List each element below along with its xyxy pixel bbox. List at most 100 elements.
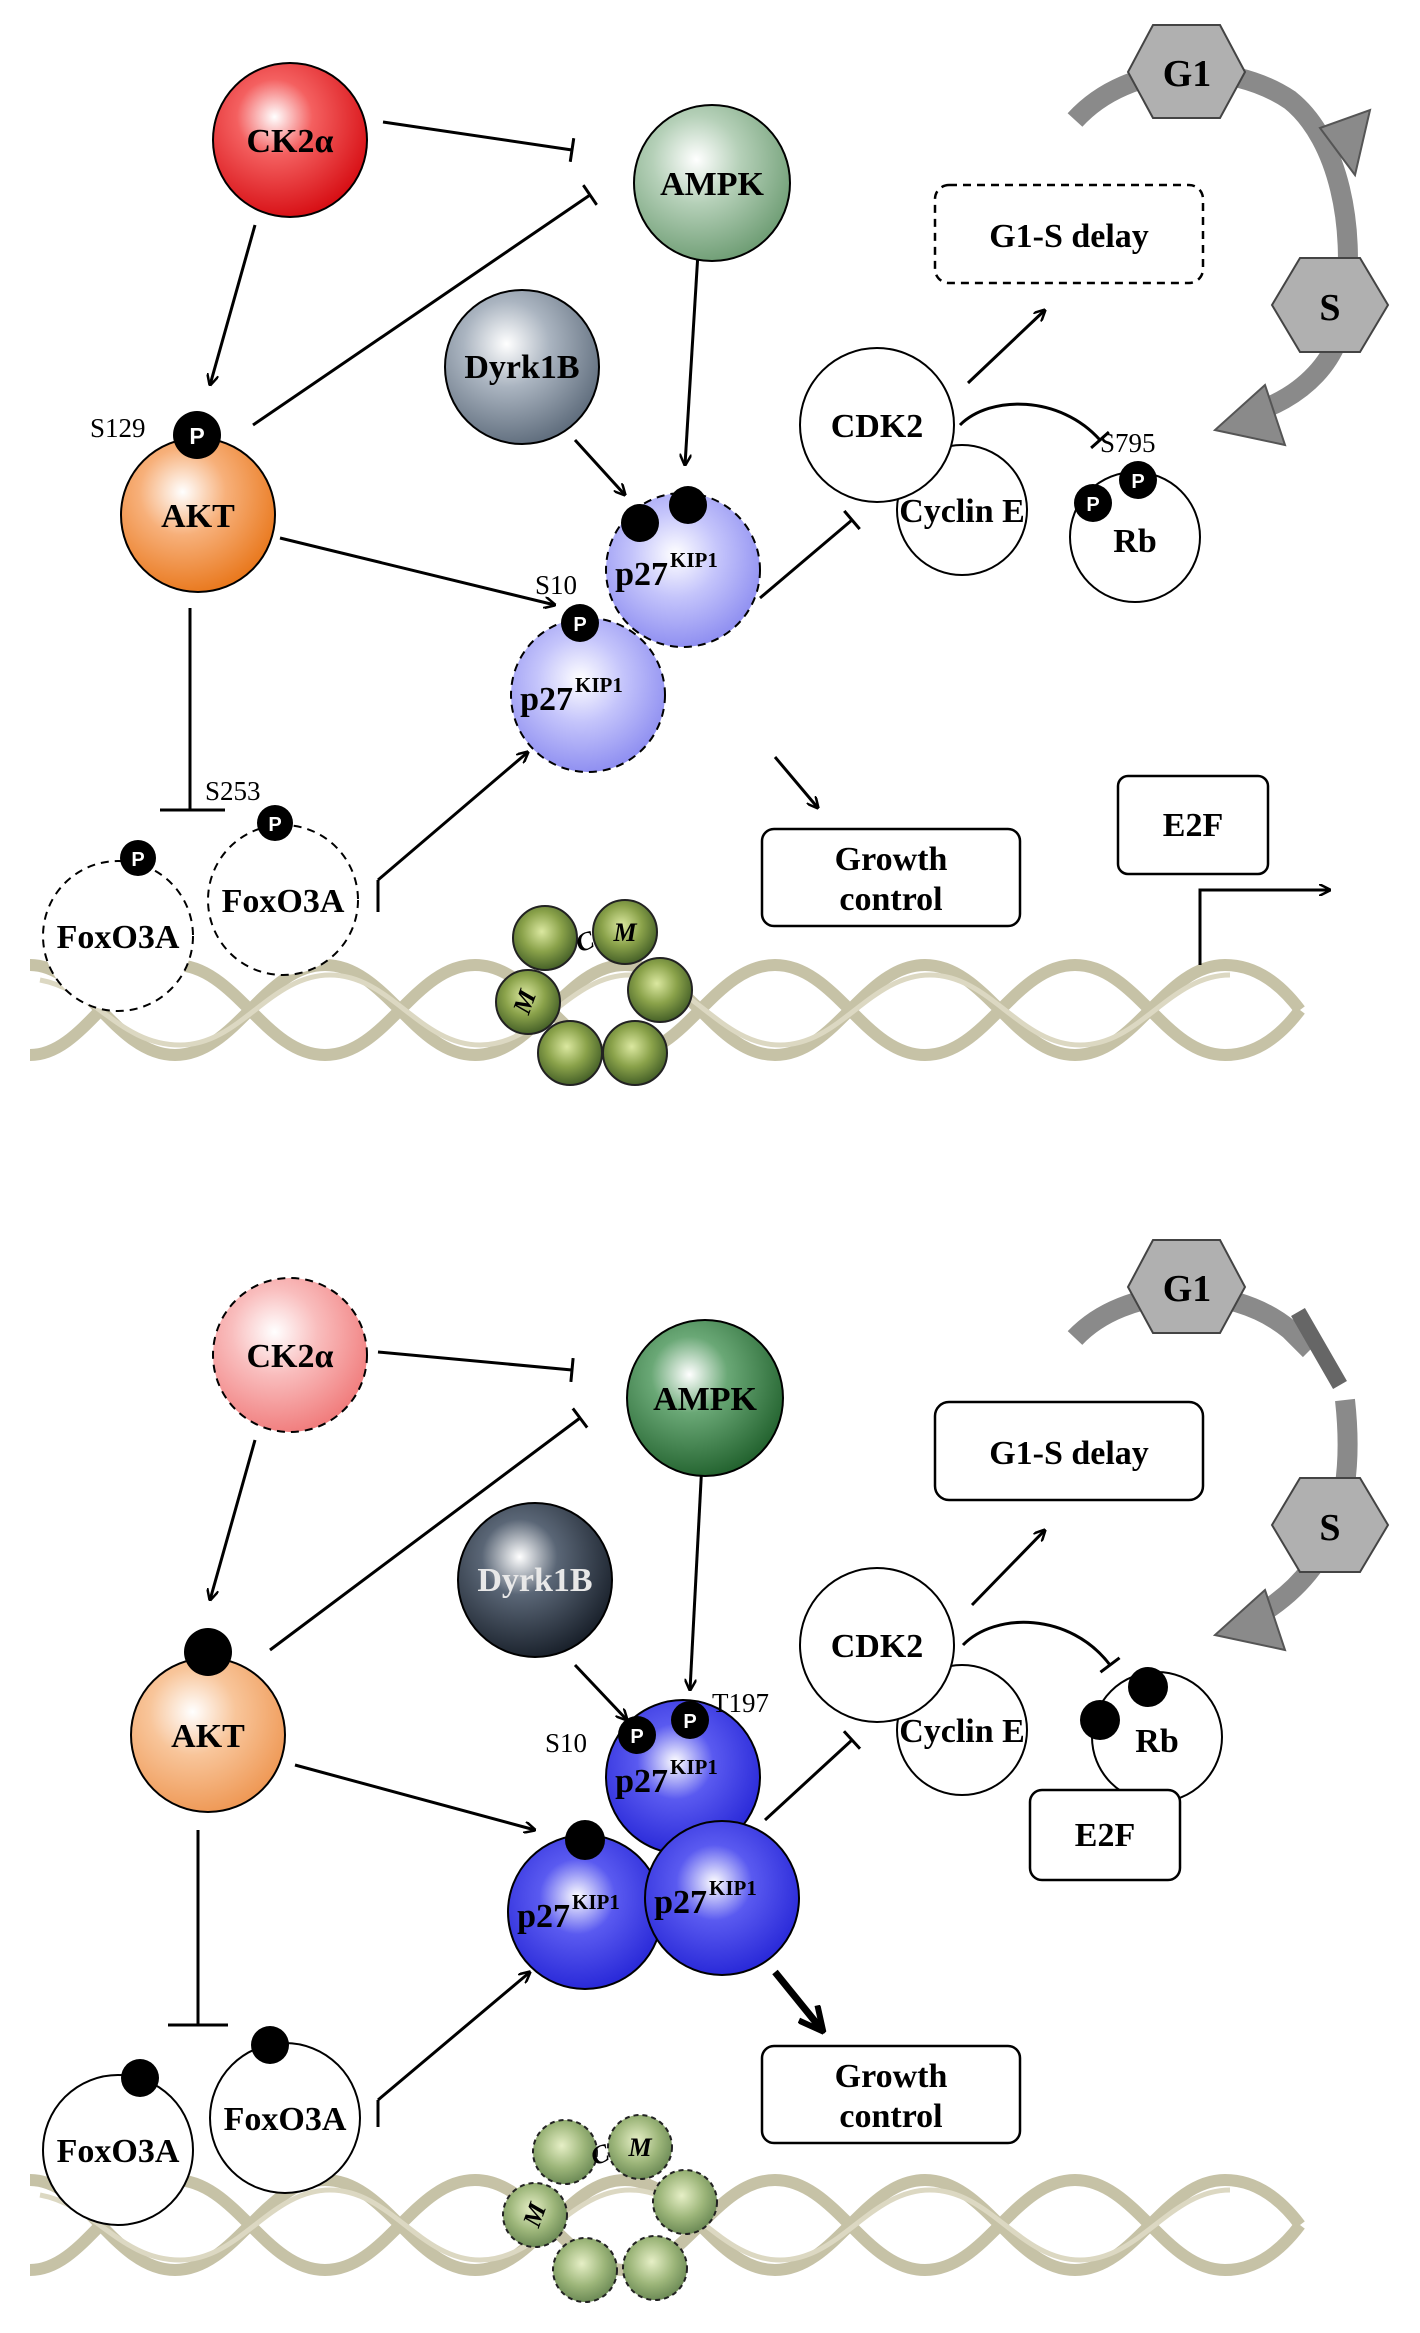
cycle-arrowhead bbox=[1318, 108, 1372, 178]
p27-label: p27 bbox=[520, 681, 573, 718]
ampk-label: AMPK bbox=[660, 166, 764, 203]
p27-name: p27 bbox=[654, 1884, 707, 1921]
phospho-marker bbox=[618, 1716, 656, 1754]
p27-name: p27 bbox=[615, 1763, 668, 1800]
cdk2-cyclin-complex: Cyclin E CDK2 bbox=[799, 347, 1028, 576]
phospho-marker bbox=[120, 840, 156, 876]
p27-site-label: T197 bbox=[712, 1688, 769, 1718]
dyrk1b-label: Dyrk1B bbox=[477, 1562, 592, 1599]
mcm-subunit bbox=[622, 2235, 688, 2301]
cdk2-label: CDK2 bbox=[831, 1628, 924, 1665]
growth-control-box: Growth control bbox=[760, 2044, 1022, 2145]
mcm-subunit bbox=[502, 2182, 568, 2248]
mcm-complex: C M M bbox=[502, 2114, 718, 2303]
akt-node: AKT bbox=[130, 1628, 286, 1813]
phospho-label: P bbox=[268, 814, 281, 836]
mcm-subunit bbox=[552, 2237, 618, 2303]
foxo3a-node: FoxO3A bbox=[42, 2059, 194, 2226]
ck2-node: CK2α bbox=[212, 62, 368, 218]
mcm-subunit bbox=[495, 969, 561, 1035]
phospho-marker bbox=[561, 604, 599, 642]
phospho-label: P bbox=[189, 423, 204, 449]
phospho-label: P bbox=[630, 1726, 643, 1748]
p27-name: p27 bbox=[517, 1898, 570, 1935]
foxo3a-label: FoxO3A bbox=[222, 883, 345, 920]
p27-superscript: KIP1 bbox=[709, 1876, 757, 1900]
cycle-block-bar bbox=[1291, 1308, 1347, 1389]
cycle-arrowhead bbox=[1212, 1588, 1287, 1652]
p27-label: p27 bbox=[615, 556, 668, 593]
g1-hexagon bbox=[1126, 1239, 1247, 1334]
s-hexagon bbox=[1270, 1477, 1390, 1573]
cell-cycle-bottom: G1 S bbox=[1067, 1239, 1390, 1652]
p27-superscript: KIP1 bbox=[670, 1755, 718, 1779]
control-label: control bbox=[839, 881, 942, 918]
g1s-delay-box: G1-S delay bbox=[933, 1400, 1205, 1502]
phospho-marker bbox=[121, 2059, 159, 2097]
rb-label: Rb bbox=[1135, 1723, 1178, 1760]
p27-label: p27 bbox=[615, 1763, 668, 1800]
cyclin-e-label: Cyclin E bbox=[899, 493, 1025, 530]
p27-name: p27 bbox=[615, 556, 668, 593]
mcm-subunit bbox=[652, 2169, 718, 2235]
foxo3a-label: FoxO3A bbox=[57, 919, 180, 956]
phospho-marker bbox=[257, 805, 293, 841]
foxo3a-node: FoxO3A P bbox=[42, 840, 194, 1012]
g1s-delay-box: G1-S delay bbox=[933, 183, 1205, 285]
p27-superscript: KIP1 bbox=[575, 673, 623, 697]
mcm-subunit bbox=[607, 2114, 673, 2180]
p27-name: p27 bbox=[520, 681, 573, 718]
mcm-subunit bbox=[537, 1020, 603, 1086]
foxo3a-site-label: S253 bbox=[205, 776, 261, 806]
mcm-subunit bbox=[532, 2119, 598, 2185]
p27-node: p27 KIP1 bbox=[644, 1820, 800, 1976]
phospho-label: P bbox=[1086, 494, 1099, 516]
growth-control-box: Growth control bbox=[760, 827, 1022, 928]
p27-node: p27 KIP1 bbox=[507, 1820, 663, 1990]
e2f-label: E2F bbox=[1163, 807, 1223, 844]
akt-node: AKT P S129 bbox=[90, 411, 276, 593]
phospho-label: P bbox=[573, 614, 586, 636]
e2f-box: E2F bbox=[1116, 774, 1270, 876]
rb-node: Rb P P S795 bbox=[1069, 428, 1201, 603]
mcm-complex: C M M bbox=[495, 899, 693, 1086]
edges-top bbox=[160, 120, 1330, 965]
ampk-label: AMPK bbox=[653, 1381, 757, 1418]
rb-label: Rb bbox=[1113, 523, 1156, 560]
panel-bottom: C M M G1 bbox=[29, 1239, 1390, 2303]
cdk2-cyclin-complex: Cyclin E CDK2 bbox=[799, 1567, 1028, 1796]
p27-label: p27 bbox=[654, 1884, 707, 1921]
control-label: control bbox=[839, 2098, 942, 2135]
e2f-label: E2F bbox=[1075, 1817, 1135, 1854]
foxo3a-label: FoxO3A bbox=[57, 2133, 180, 2170]
cycle-arrowhead bbox=[1212, 383, 1287, 447]
s-label: S bbox=[1319, 1507, 1340, 1549]
ampk-node: AMPK bbox=[626, 1319, 784, 1477]
cell-cycle-top: G1 S bbox=[1067, 24, 1390, 447]
phospho-marker bbox=[565, 1820, 605, 1860]
phospho-marker bbox=[671, 1701, 709, 1739]
g1-hexagon bbox=[1126, 24, 1247, 119]
mcm-label-m: M bbox=[612, 918, 637, 947]
p27-site-label: S10 bbox=[545, 1728, 587, 1758]
foxo3a-node: FoxO3A bbox=[209, 2026, 361, 2194]
akt-label: AKT bbox=[171, 1718, 245, 1755]
p27-node: p27 KIP1 P P S10 T197 bbox=[545, 1688, 769, 1855]
ck2-node: CK2α bbox=[212, 1277, 368, 1433]
ck2-label: CK2α bbox=[247, 123, 334, 160]
ampk-node: AMPK bbox=[633, 104, 791, 262]
edges-bottom bbox=[168, 1350, 1121, 2127]
phospho-label: P bbox=[683, 1711, 696, 1733]
panel-top: C M M G1 bbox=[29, 24, 1390, 1086]
phospho-marker bbox=[1080, 1700, 1120, 1740]
dyrk1b-node: Dyrk1B bbox=[444, 289, 600, 445]
p27-superscript: KIP1 bbox=[572, 1890, 620, 1914]
mcm-subunit bbox=[602, 1020, 668, 1086]
dyrk1b-node: Dyrk1B bbox=[457, 1502, 613, 1658]
rb-e2f-complex: Rb E2F bbox=[1028, 1667, 1223, 1882]
growth-label: Growth bbox=[835, 2058, 948, 2095]
phospho-marker bbox=[621, 504, 659, 542]
growth-label: Growth bbox=[835, 841, 948, 878]
g1s-delay-label: G1-S delay bbox=[989, 218, 1149, 255]
